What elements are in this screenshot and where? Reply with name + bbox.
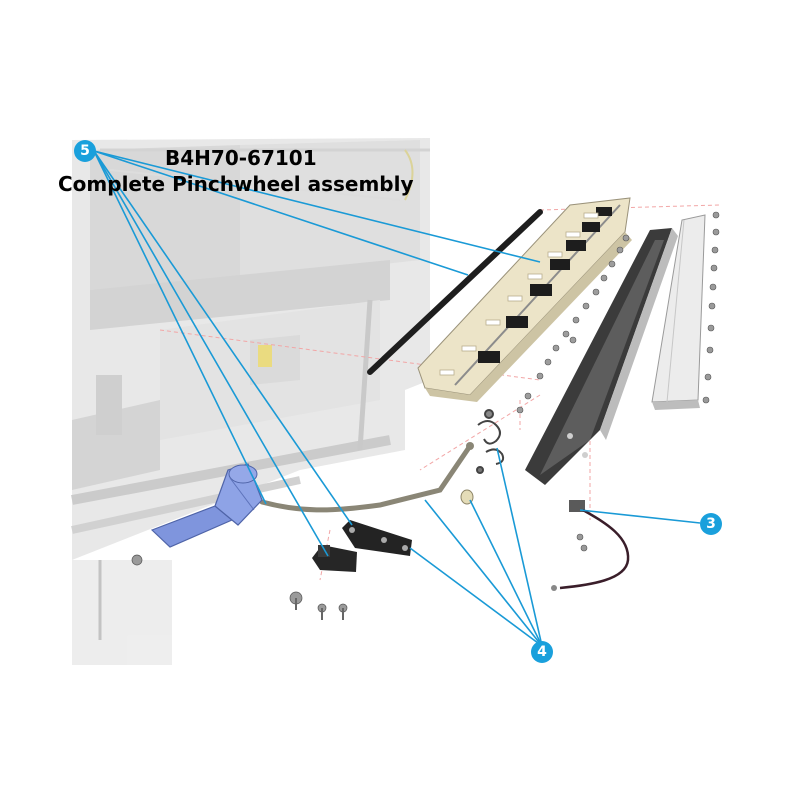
lever-rod (259, 443, 473, 513)
part-number-label: B4H70-67101 (165, 146, 317, 170)
leader-5-bracket-low (93, 150, 329, 557)
callout-5: 5 (74, 140, 96, 162)
dark-guide-rail (525, 228, 678, 485)
leader-5-bracket (93, 150, 353, 526)
grey-channel (651, 214, 706, 410)
leader-5-strip (93, 150, 469, 276)
channel-screws (702, 211, 720, 404)
rod-bracket-right (342, 520, 412, 556)
leader-4-bracket (409, 547, 543, 647)
leader-5-handle (93, 150, 267, 505)
loose-screws (131, 554, 348, 620)
pinch-strip (367, 209, 543, 375)
callout-4: 4 (531, 641, 553, 663)
sensor-with-cable (551, 500, 630, 591)
assembly-name-label: Complete Pinchwheel assembly (58, 172, 414, 196)
plate-screws (516, 234, 630, 414)
leader-5-plate (93, 150, 541, 263)
leader-4-rod (424, 499, 543, 647)
leader-4-spring (496, 447, 543, 647)
callout-leader-lines (93, 150, 701, 647)
printer-background (71, 138, 430, 665)
rod-bracket-left (312, 545, 357, 572)
callout-3: 3 (700, 513, 722, 535)
leader-3-sensor (579, 509, 701, 524)
leader-4-bushing (469, 499, 543, 647)
springs-and-clips (476, 409, 505, 474)
pinchwheel-plate (417, 197, 632, 402)
